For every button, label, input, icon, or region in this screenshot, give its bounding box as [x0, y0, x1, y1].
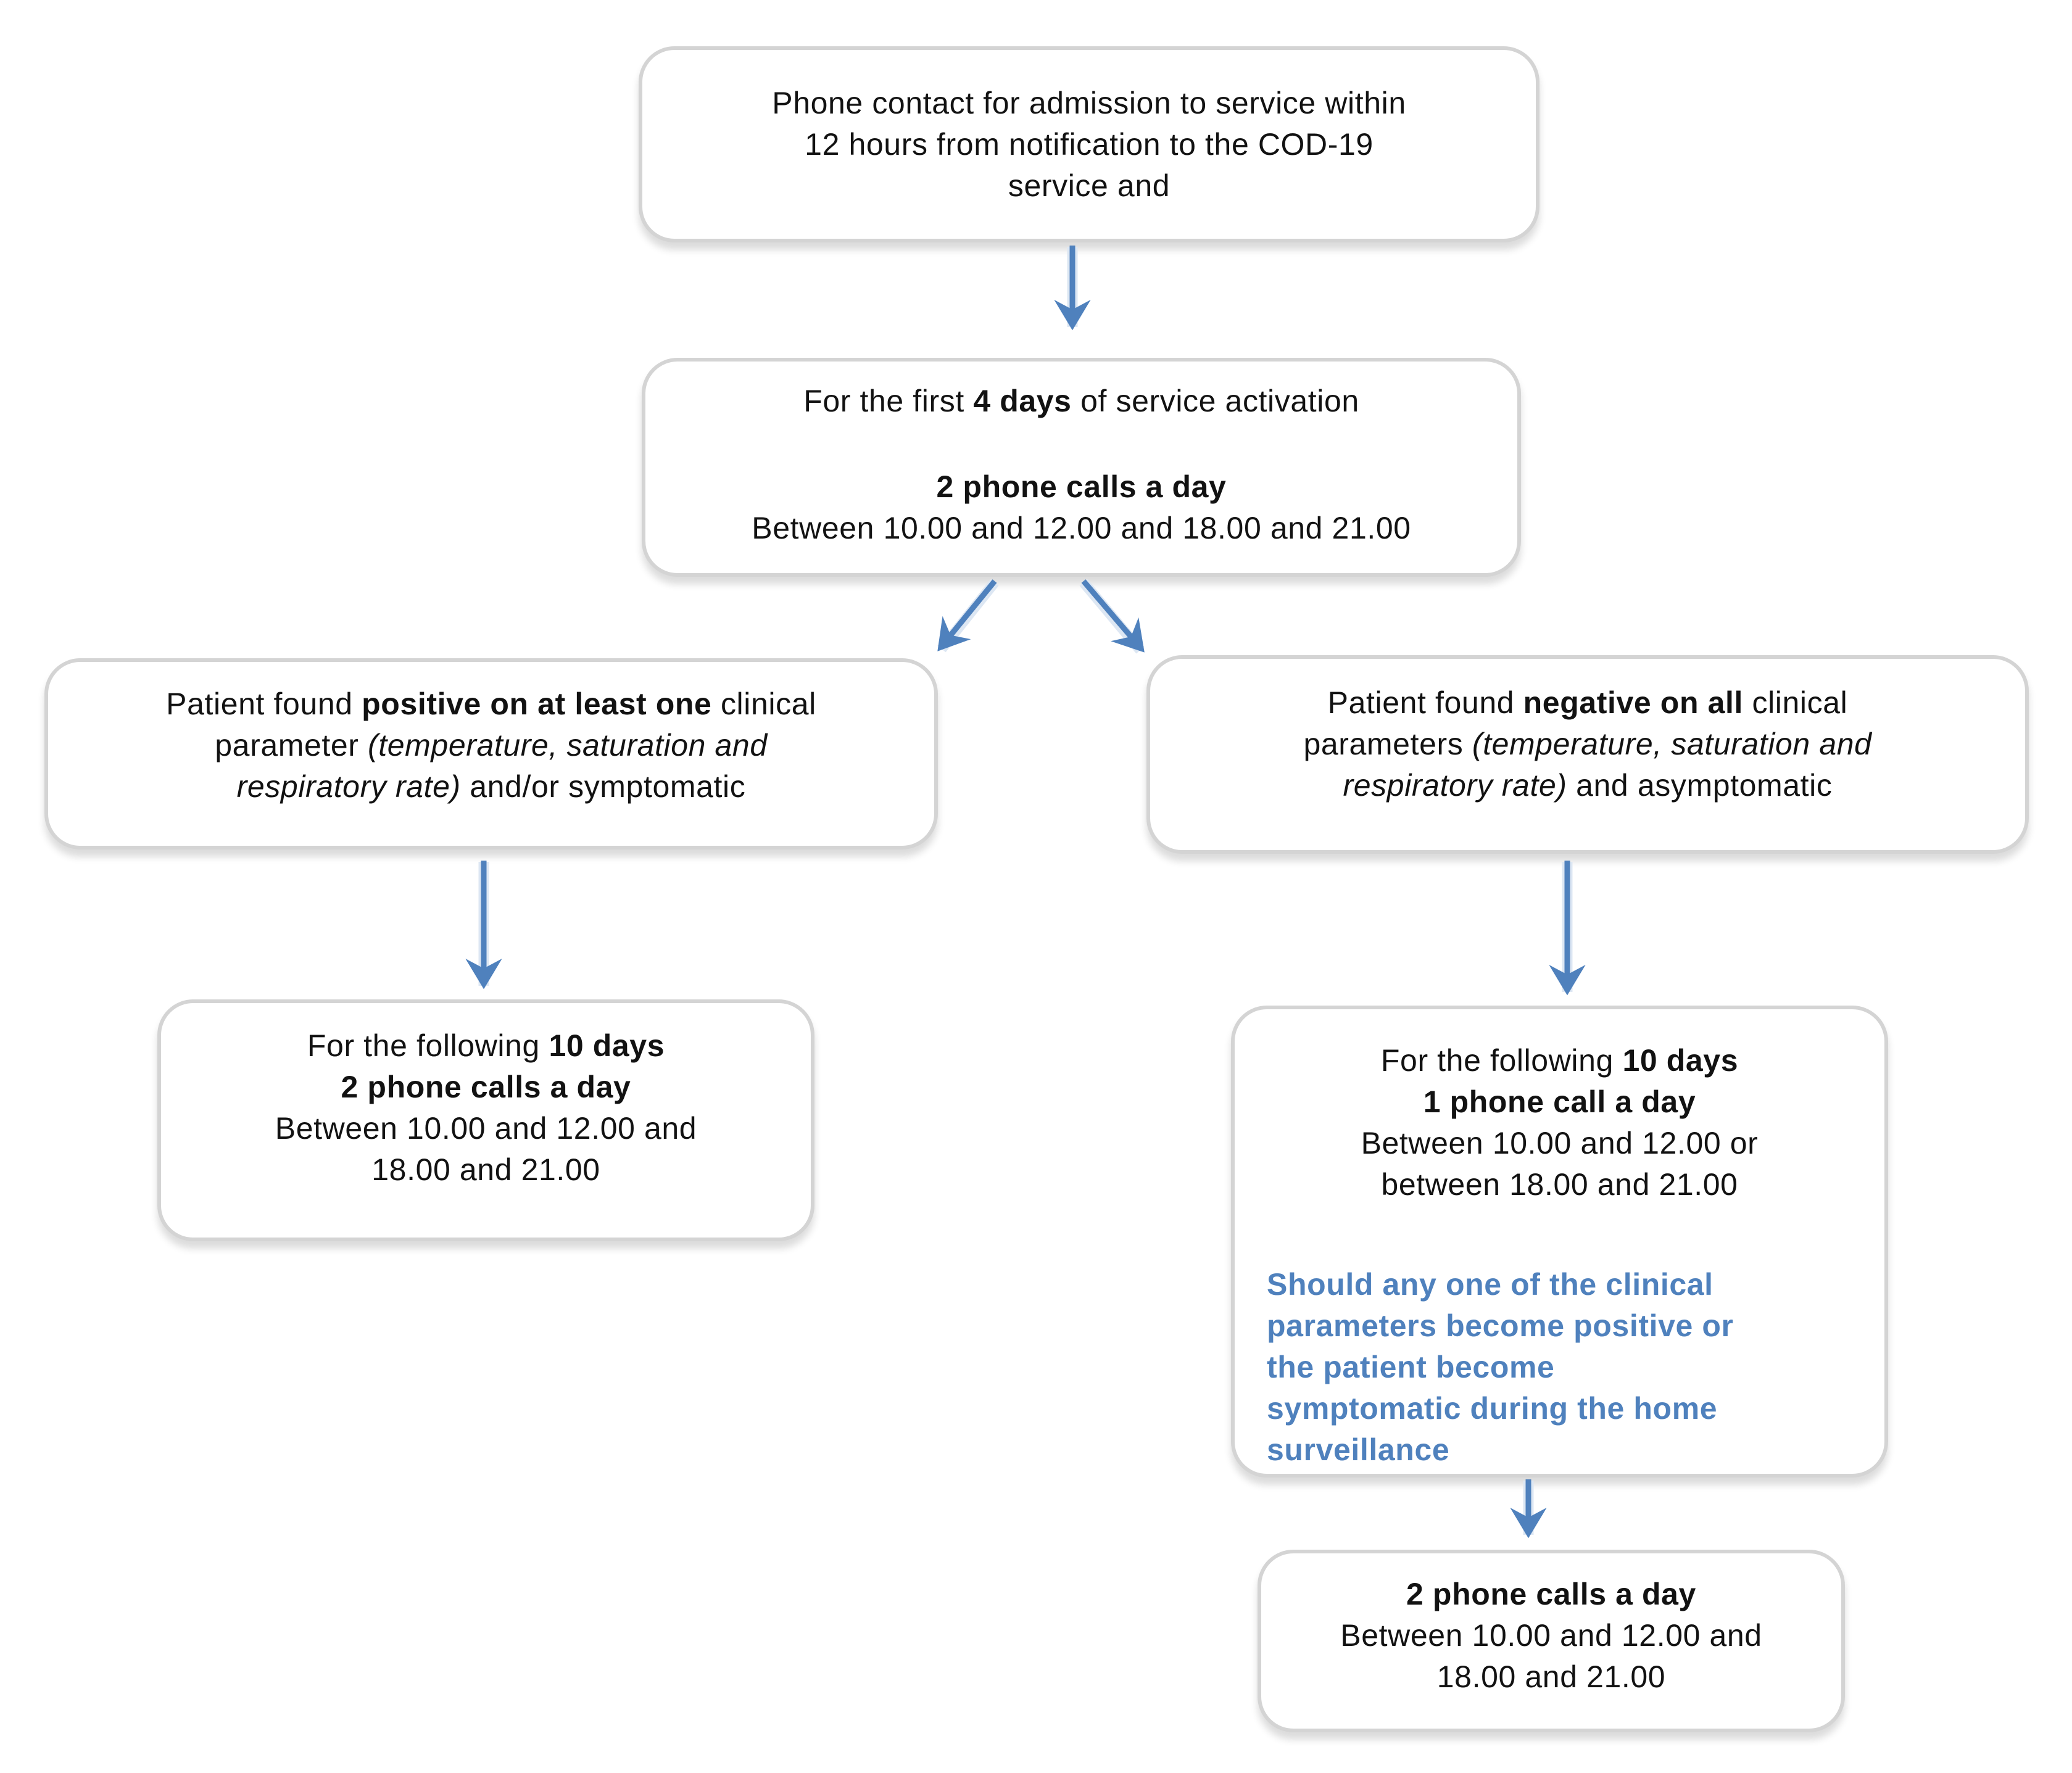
- node-follow-negative-times1: Between 10.00 and 12.00 or: [1361, 1126, 1759, 1160]
- text-segment: For the following: [307, 1028, 549, 1063]
- text-segment-bold: 4 days: [973, 384, 1072, 418]
- text-segment-italic: respiratory rate): [1343, 767, 1567, 803]
- node-admission-line1: Phone contact for admission to service w…: [772, 85, 1406, 120]
- arrow-first4-to-positive: [937, 579, 999, 653]
- text-segment: clinical: [1743, 685, 1848, 720]
- node-negative-line2: parameters (temperature, saturation and: [1303, 724, 1871, 765]
- node-escalation-calls: 2 phone calls a day: [1406, 1576, 1696, 1611]
- node-negative-line1: Patient found negative on all clinical: [1328, 682, 1848, 724]
- text-segment-bold: positive on at least one: [362, 686, 712, 721]
- node-escalation-times2: 18.00 and 21.00: [1436, 1659, 1666, 1694]
- text-segment: parameter: [215, 727, 368, 763]
- text-segment: For the following: [1380, 1043, 1623, 1078]
- node-positive-line3: respiratory rate) and/or symptomatic: [237, 766, 746, 808]
- text-segment: and asymptomatic: [1567, 767, 1833, 803]
- node-following-10-days-positive: For the following 10 days 2 phone calls …: [157, 999, 814, 1241]
- node-escalation-2-calls: 2 phone calls a day Between 10.00 and 12…: [1258, 1550, 1845, 1732]
- text-segment: For the first: [803, 384, 974, 418]
- node-follow-negative-line1: For the following 10 days: [1381, 1040, 1738, 1081]
- node-first-4-days-times: Between 10.00 and 12.00 and 18.00 and 21…: [752, 511, 1411, 545]
- node-follow-negative-calls: 1 phone call a day: [1423, 1085, 1696, 1119]
- arrow-first4-to-negative: [1079, 579, 1145, 654]
- node-follow-positive-calls: 2 phone calls a day: [341, 1070, 631, 1104]
- text-segment: Patient found: [166, 686, 362, 721]
- node-admission-line3: service and: [1008, 168, 1171, 203]
- node-first-4-days-calls: 2 phone calls a day: [936, 469, 1227, 504]
- escalation-note: Should any one of the clinical parameter…: [1235, 1264, 1734, 1471]
- escalation-note-line3: the patient become: [1267, 1350, 1555, 1384]
- text-segment-bold: negative on all: [1523, 685, 1743, 720]
- text-segment: parameters: [1303, 726, 1472, 761]
- node-first-4-days-line1: For the first 4 days of service activati…: [803, 381, 1359, 422]
- text-segment-bold: 10 days: [549, 1028, 665, 1063]
- node-admission-line2: 12 hours from notification to the COD-19: [805, 126, 1374, 162]
- node-negative-line3: respiratory rate) and asymptomatic: [1343, 765, 1833, 806]
- node-follow-negative-times2: between 18.00 and 21.00: [1381, 1167, 1738, 1202]
- text-segment-bold: 10 days: [1622, 1043, 1739, 1078]
- escalation-note-line2: parameters become positive or: [1267, 1308, 1734, 1343]
- node-negative-branch: Patient found negative on all clinical p…: [1146, 655, 2029, 854]
- text-segment: of service activation: [1071, 384, 1359, 418]
- node-follow-positive-times1: Between 10.00 and 12.00 and: [275, 1111, 697, 1146]
- node-escalation-times1: Between 10.00 and 12.00 and: [1340, 1618, 1762, 1653]
- text-segment: clinical: [711, 686, 816, 721]
- text-segment-italic: (temperature, saturation and: [1472, 726, 1872, 761]
- node-admission: Phone contact for admission to service w…: [639, 46, 1539, 242]
- node-first-4-days: For the first 4 days of service activati…: [642, 358, 1521, 577]
- text-segment-italic: (temperature, saturation and: [368, 727, 768, 763]
- node-positive-line2: parameter (temperature, saturation and: [215, 725, 768, 766]
- node-follow-positive-line1: For the following 10 days: [307, 1025, 665, 1067]
- node-positive-branch: Patient found positive on at least one c…: [44, 658, 938, 849]
- escalation-note-line5: surveillance: [1267, 1432, 1450, 1467]
- node-following-10-days-negative: For the following 10 days 1 phone call a…: [1231, 1006, 1888, 1478]
- text-segment: and/or symptomatic: [460, 769, 746, 804]
- node-positive-line1: Patient found positive on at least one c…: [166, 684, 816, 725]
- text-segment: Patient found: [1327, 685, 1523, 720]
- text-segment-italic: respiratory rate): [236, 769, 461, 804]
- node-follow-positive-times2: 18.00 and 21.00: [371, 1152, 600, 1187]
- escalation-note-line4: symptomatic during the home: [1267, 1391, 1718, 1426]
- escalation-note-line1: Should any one of the clinical: [1267, 1267, 1714, 1302]
